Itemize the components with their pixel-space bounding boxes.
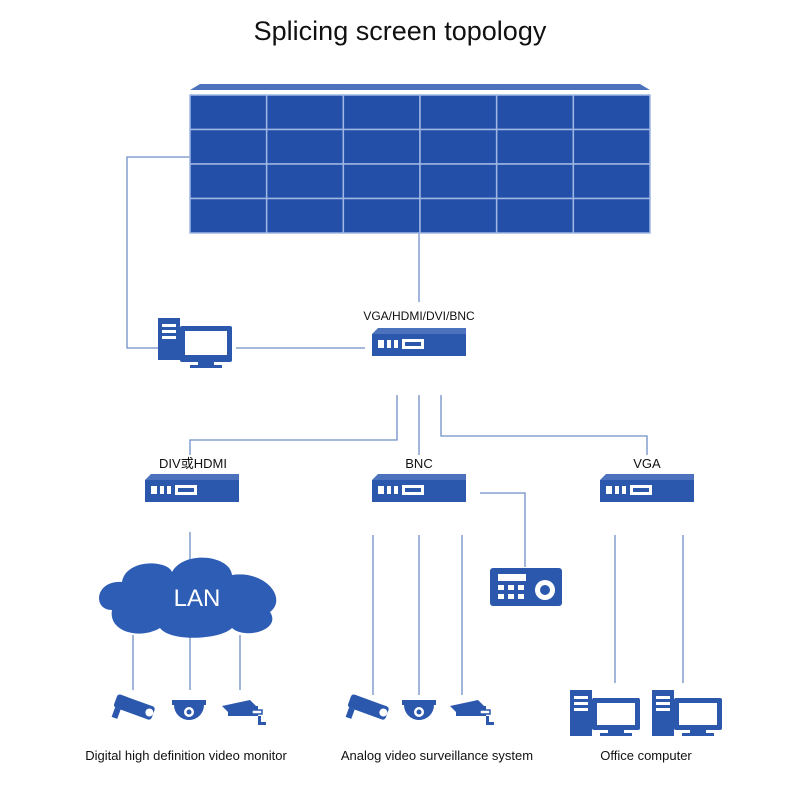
analog-system-label: Analog video surveillance system (341, 748, 533, 763)
matrix-device-icon (372, 328, 466, 356)
wall-screen (342, 163, 421, 200)
analog-camera-group (345, 694, 495, 726)
wall-screen (419, 197, 498, 234)
div-hdmi-device-icon (145, 474, 239, 502)
wall-screen (495, 94, 575, 131)
vga-label: VGA (633, 456, 661, 471)
wall-screen (189, 94, 268, 131)
wall-screen (495, 197, 575, 234)
div-hdmi-label: DIV或HDMI (159, 456, 227, 471)
wall-screen (265, 163, 345, 200)
wall-screen (495, 128, 575, 165)
control-keyboard-icon (490, 568, 562, 606)
wall-screen (419, 163, 498, 200)
box-camera-icon (449, 699, 495, 726)
line-bnc-to-keyboard (480, 492, 526, 567)
office-computer-label: Office computer (600, 748, 692, 763)
wall-screen (265, 197, 345, 234)
wall-screen (342, 128, 421, 165)
dome-camera-icon (402, 700, 436, 720)
office-computer-icon (652, 690, 722, 736)
wall-screen (342, 94, 421, 131)
line-matrix-to-div (189, 395, 398, 455)
bnc-device-icon (372, 474, 466, 502)
wall-screen (572, 94, 651, 131)
lan-label: LAN (174, 585, 221, 612)
wall-screen (419, 128, 498, 165)
wall-screen (572, 197, 651, 234)
digital-monitor-label: Digital high definition video monitor (85, 748, 287, 763)
connection-lines (126, 156, 684, 695)
wall-screen (572, 128, 651, 165)
video-wall (189, 84, 651, 234)
wall-screen (572, 163, 651, 200)
matrix-label: VGA/HDMI/DVI/BNC (363, 309, 475, 323)
pc-icon (158, 318, 232, 368)
line-matrix-to-vga (440, 395, 648, 455)
digital-camera-group (111, 694, 267, 726)
bnc-label: BNC (405, 456, 432, 471)
wall-screen (189, 128, 268, 165)
office-computer-icon (570, 690, 640, 736)
wall-screen (265, 128, 345, 165)
bullet-camera-icon (111, 694, 155, 720)
dome-camera-icon (172, 700, 206, 720)
page-title: Splicing screen topology (253, 16, 547, 46)
line-wall-to-pc (126, 156, 190, 349)
vga-device-icon (600, 474, 694, 502)
lan-cloud-icon: LAN (99, 557, 277, 638)
wall-screen (189, 197, 268, 234)
wall-screen (495, 163, 575, 200)
video-wall-screens (189, 94, 651, 234)
wall-screen (189, 163, 268, 200)
wall-screen (419, 94, 498, 131)
wall-screen (342, 197, 421, 234)
wall-screen (265, 94, 345, 131)
bullet-camera-icon (345, 694, 389, 720)
box-camera-icon (221, 699, 267, 726)
